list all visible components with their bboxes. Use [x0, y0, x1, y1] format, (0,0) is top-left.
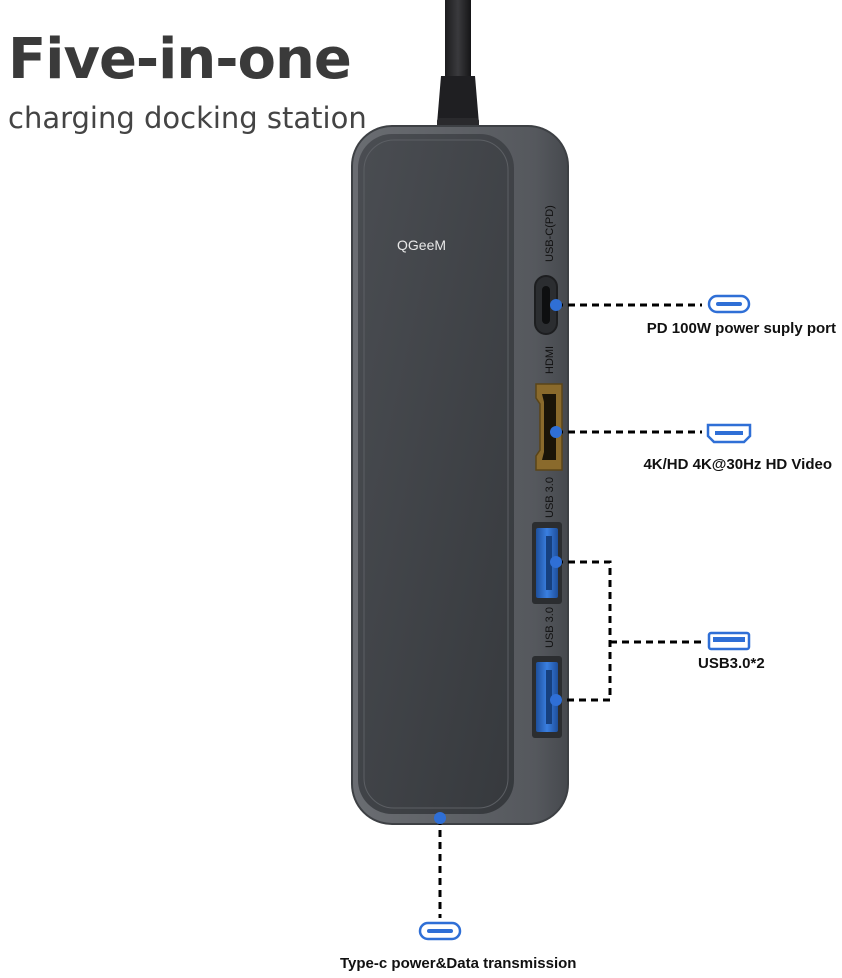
connector-lines [438, 303, 702, 918]
port-label-usb-c: USB-C(PD) [544, 205, 556, 262]
usb-c-port-icon [707, 294, 751, 314]
hdmi-port-icon [706, 423, 752, 444]
callout-typec-label: Type-c power&Data transmission [340, 955, 577, 972]
callout-hdmi-label: 4K/HD 4K@30Hz HD Video [643, 456, 832, 473]
callout-usb-label: USB3.0*2 [698, 655, 765, 672]
brand-logo: QGeeM [397, 237, 446, 253]
usb-a-port-1 [532, 522, 562, 604]
port-label-usb3-b: USB 3.0 [544, 607, 556, 648]
usb-a-port-2 [532, 656, 562, 738]
page-title: Five-in-one [8, 27, 352, 92]
usb-a-port-icon [707, 631, 751, 651]
port-label-usb3-a: USB 3.0 [544, 477, 556, 518]
usb-c-port-icon-bottom [418, 921, 462, 941]
port-label-hdmi: HDMI [544, 346, 556, 374]
hdmi-port [535, 383, 563, 471]
hub-body: QGeeM USB-C(PD) HDMI USB 3.0 USB 3.0 [351, 125, 569, 825]
connector-dots [434, 299, 562, 824]
callout-pd-label: PD 100W power suply port [646, 320, 836, 337]
page-subtitle: charging docking station [8, 101, 367, 135]
cable [437, 0, 479, 132]
